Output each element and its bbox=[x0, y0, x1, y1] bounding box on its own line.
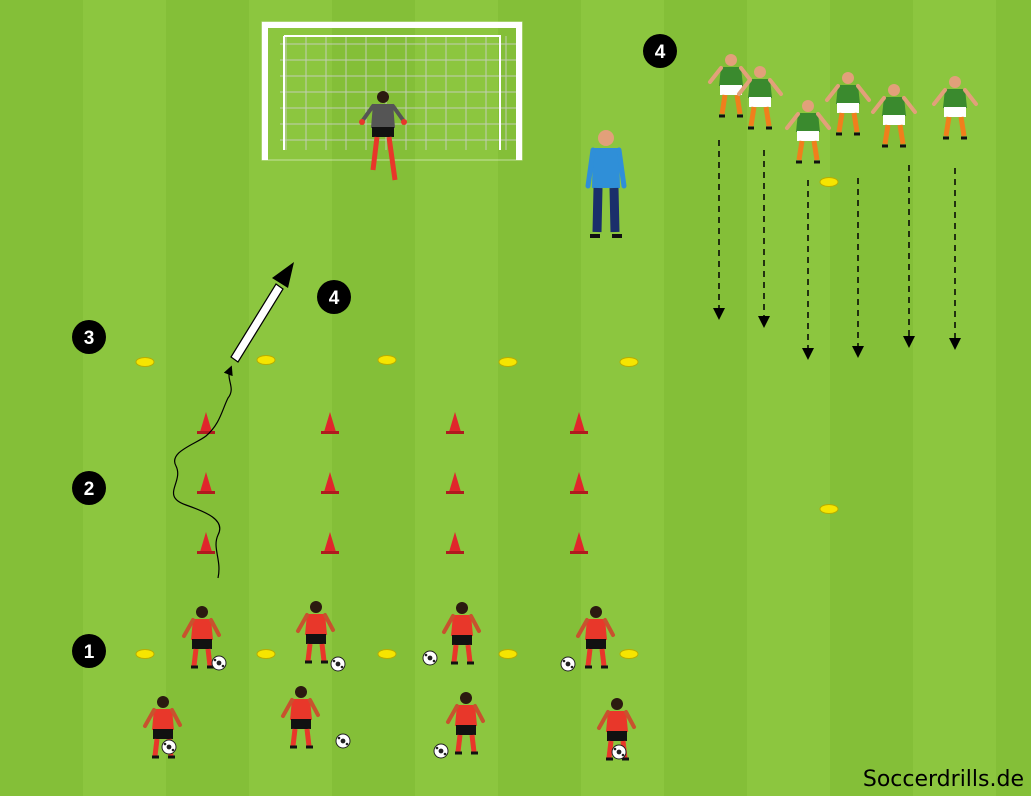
station-marker-4-defenders: 4 bbox=[643, 34, 677, 68]
svg-text:3: 3 bbox=[84, 328, 95, 349]
svg-text:2: 2 bbox=[84, 479, 95, 500]
flat-marker-icon bbox=[820, 178, 838, 187]
credit-text: Soccerdrills.de bbox=[863, 767, 1024, 792]
flat-marker-icon bbox=[257, 356, 275, 365]
station-marker-1: 1 bbox=[72, 634, 106, 668]
flat-marker-icon bbox=[499, 358, 517, 367]
svg-text:4: 4 bbox=[655, 42, 666, 63]
flat-marker-icon bbox=[378, 650, 396, 659]
svg-text:1: 1 bbox=[84, 642, 95, 663]
station-marker-3: 3 bbox=[72, 320, 106, 354]
ball-icon bbox=[212, 656, 226, 670]
ball-icon bbox=[331, 657, 345, 671]
flat-marker-icon bbox=[136, 650, 154, 659]
flat-marker-icon bbox=[378, 356, 396, 365]
flat-marker-icon bbox=[257, 650, 275, 659]
flat-marker-icon bbox=[620, 358, 638, 367]
svg-text:4: 4 bbox=[329, 288, 340, 309]
flat-marker-icon bbox=[499, 650, 517, 659]
flat-marker-icon bbox=[820, 505, 838, 514]
ball-icon bbox=[423, 651, 437, 665]
ball-icon bbox=[162, 740, 176, 754]
station-marker-2: 2 bbox=[72, 471, 106, 505]
ball-icon bbox=[561, 657, 575, 671]
ball-icon bbox=[434, 744, 448, 758]
ball-icon bbox=[612, 745, 626, 759]
ball-icon bbox=[336, 734, 350, 748]
station-marker-4-field: 4 bbox=[317, 280, 351, 314]
flat-marker-icon bbox=[620, 650, 638, 659]
flat-marker-icon bbox=[136, 358, 154, 367]
